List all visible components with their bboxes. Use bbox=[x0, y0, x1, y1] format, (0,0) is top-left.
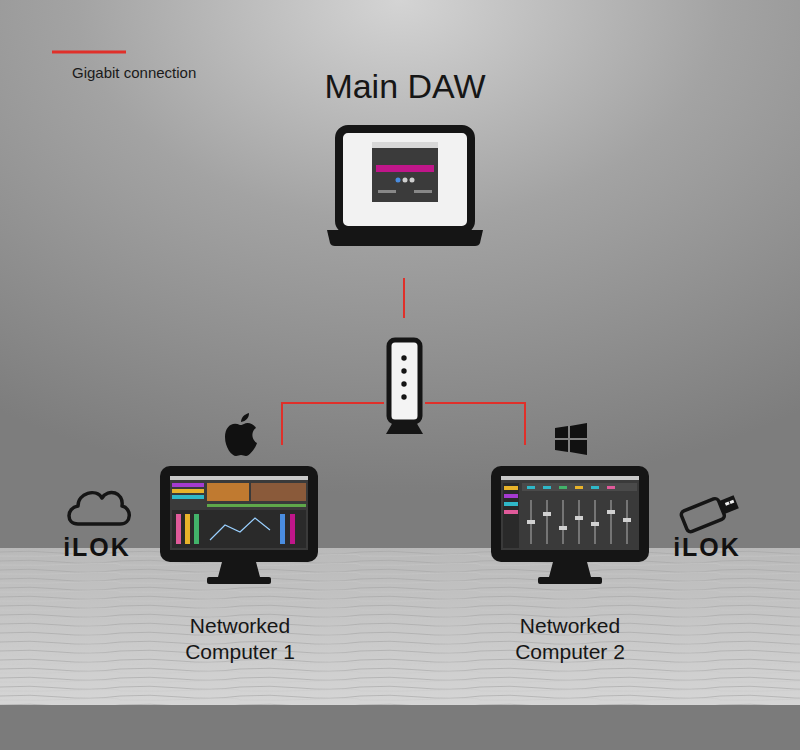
cloud-icon bbox=[69, 492, 129, 524]
computer-node: Networked Computer 2 bbox=[480, 445, 660, 667]
wood-grain bbox=[0, 548, 800, 708]
gigabit-link bbox=[404, 278, 525, 445]
usb-stick-icon bbox=[680, 491, 740, 532]
device-label: Networked Computer 1 bbox=[160, 613, 320, 665]
computer-node: Networked Computer 1 bbox=[150, 445, 330, 667]
ilok-label: iLOK bbox=[63, 533, 131, 562]
ilok-label: iLOK bbox=[673, 533, 741, 562]
monitor-icon bbox=[160, 466, 318, 584]
device-title: Main DAW bbox=[324, 66, 485, 106]
monitor-icon bbox=[491, 466, 649, 584]
floor bbox=[0, 548, 800, 708]
device-label: Networked Computer 2 bbox=[490, 613, 650, 665]
windows-logo bbox=[555, 423, 587, 455]
legend-text: Gigabit connection bbox=[72, 64, 196, 81]
legend-line bbox=[52, 51, 126, 54]
gigabit-link bbox=[282, 278, 404, 445]
laptop-icon bbox=[327, 129, 483, 246]
floor-edge bbox=[0, 705, 800, 750]
apple-logo bbox=[225, 413, 257, 456]
laptop-node: Main DAW bbox=[315, 66, 495, 278]
router-icon bbox=[386, 340, 423, 434]
wall bbox=[0, 0, 800, 550]
